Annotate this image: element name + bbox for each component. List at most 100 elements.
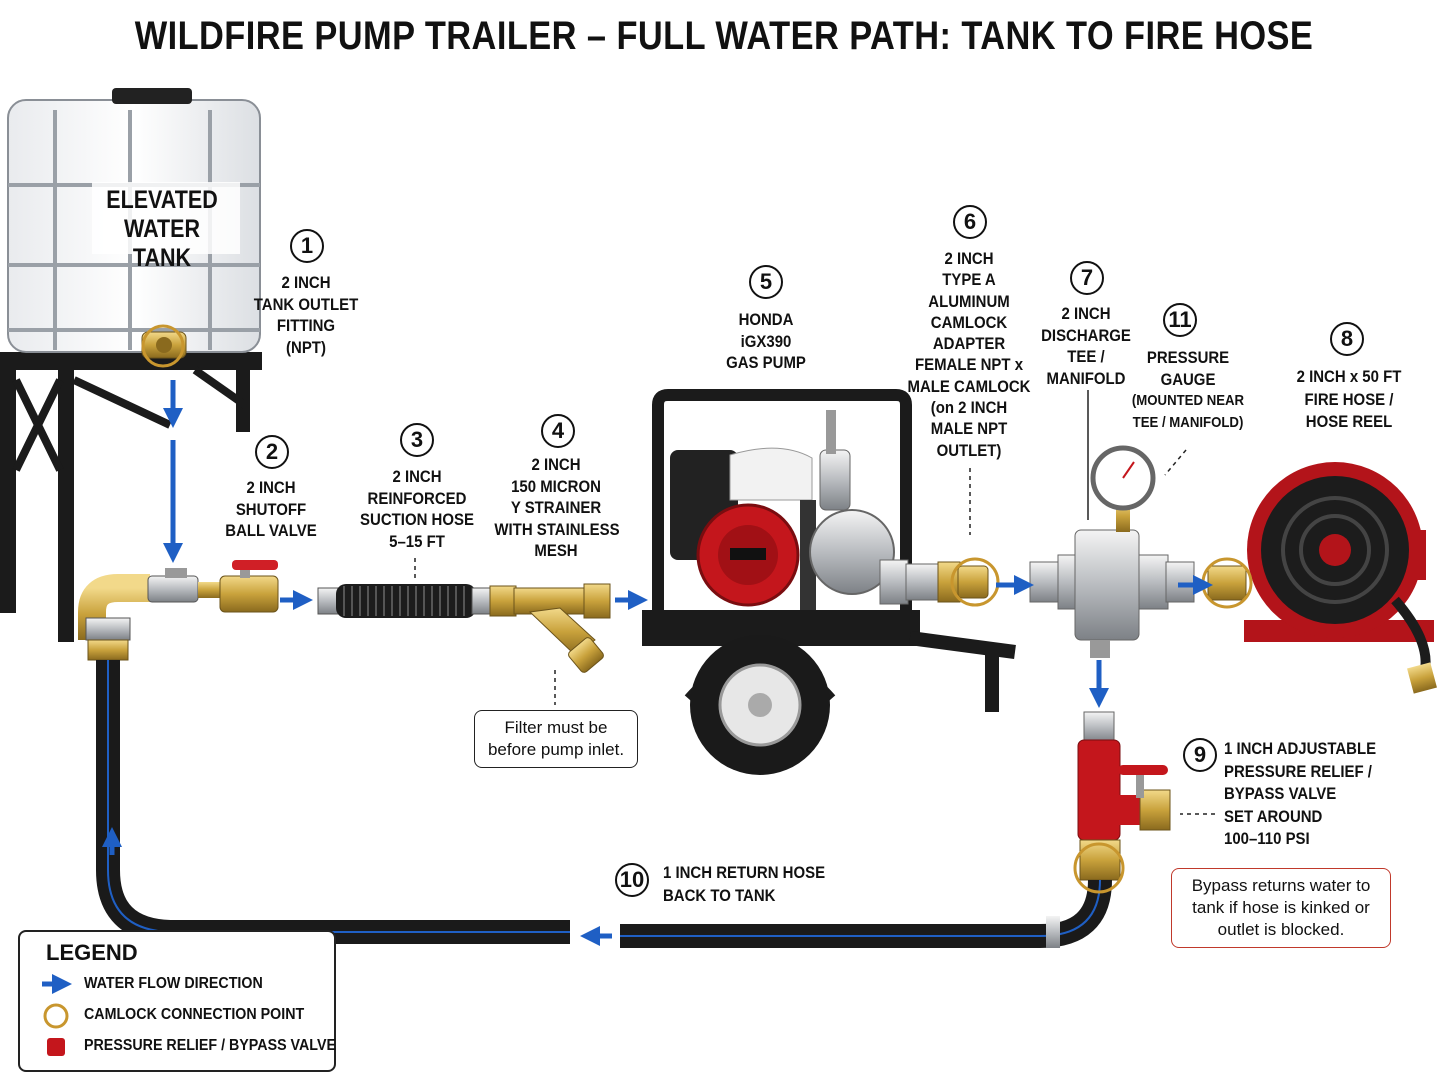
- bypass-note-line: tank if hose is kinked or: [1192, 898, 1370, 917]
- hose-reel: [1207, 462, 1437, 694]
- label-component-7: 2 INCH DISCHARGE TEE / MANIFOLD: [1038, 303, 1135, 389]
- label-7-line: DISCHARGE: [1041, 325, 1131, 345]
- badge-1: 1: [290, 229, 324, 263]
- discharge-tee: [1029, 445, 1195, 658]
- pump-trailer: [642, 389, 1016, 775]
- label-6-line: OUTLET): [936, 440, 1002, 460]
- label-9-line: BYPASS VALVE: [1224, 784, 1337, 803]
- label-8-line: 2 INCH x 50 FT: [1296, 367, 1402, 386]
- filter-note-line: Filter must be: [504, 718, 608, 737]
- badge-10: 10: [615, 863, 649, 897]
- label-3-line: REINFORCED: [367, 488, 467, 508]
- badge-4: 4: [541, 414, 575, 448]
- legend-item-flow: WATER FLOW DIRECTION: [84, 975, 263, 992]
- badge-6: 6: [953, 205, 987, 239]
- badge-3: 3: [400, 423, 434, 457]
- legend-title: LEGEND: [46, 940, 138, 965]
- label-11-line: TEE / MANIFOLD): [1132, 413, 1244, 431]
- label-4-line: 150 MICRON: [511, 476, 601, 496]
- badge-9: 9: [1183, 738, 1217, 772]
- label-7-line: MANIFOLD: [1046, 368, 1126, 388]
- label-6-line: FEMALE NPT x: [914, 355, 1024, 375]
- label-7-line: TEE /: [1067, 347, 1105, 366]
- label-4-line: WITH STAINLESS: [494, 519, 620, 539]
- label-11-line: PRESSURE: [1146, 348, 1230, 367]
- legend: LEGEND WATER FLOW DIRECTION CAMLOCK CONN…: [18, 930, 336, 1072]
- water-tank: [7, 88, 261, 359]
- filter-note: Filter must be before pump inlet.: [474, 710, 638, 768]
- label-9-line: 100–110 PSI: [1224, 829, 1310, 848]
- supply-line: [78, 560, 279, 661]
- label-9-line: PRESSURE RELIEF /: [1224, 761, 1372, 781]
- label-2-line: 2 INCH: [246, 478, 296, 497]
- tank-label: ELEVATED WATER TANK: [102, 186, 222, 273]
- bypass-note-line: Bypass returns water to: [1191, 876, 1371, 895]
- badge-11: 11: [1163, 303, 1197, 337]
- relief-valve: [1077, 711, 1171, 881]
- label-component-4: 2 INCH 150 MICRON Y STRAINER WITH STAINL…: [494, 454, 620, 562]
- label-component-11: PRESSURE GAUGE (MOUNTED NEAR TEE / MANIF…: [1131, 347, 1245, 433]
- bypass-note: Bypass returns water to tank if hose is …: [1171, 868, 1391, 948]
- label-7-line: 2 INCH: [1061, 304, 1111, 323]
- legend-symbols: [42, 974, 72, 1056]
- label-1-line: FITTING: [276, 316, 336, 335]
- label-component-2: 2 INCH SHUTOFF BALL VALVE: [218, 477, 324, 542]
- label-8-line: FIRE HOSE /: [1304, 389, 1394, 409]
- label-6-line: 2 INCH: [944, 249, 994, 268]
- label-5-line: GAS PUMP: [726, 353, 806, 372]
- label-11-line: (MOUNTED NEAR: [1131, 392, 1245, 409]
- label-6-line: CAMLOCK: [930, 312, 1008, 332]
- bypass-note-line: outlet is blocked.: [1217, 920, 1345, 939]
- tank-stand: [0, 352, 262, 642]
- label-8-line: HOSE REEL: [1305, 412, 1393, 431]
- label-2-line: BALL VALVE: [225, 521, 317, 540]
- badge-8: 8: [1330, 322, 1364, 356]
- label-4-line: 2 INCH: [531, 455, 581, 474]
- label-component-8: 2 INCH x 50 FT FIRE HOSE / HOSE REEL: [1283, 366, 1415, 434]
- label-component-3: 2 INCH REINFORCED SUCTION HOSE 5–15 FT: [360, 466, 474, 552]
- label-component-9: 1 INCH ADJUSTABLE PRESSURE RELIEF / BYPA…: [1224, 738, 1377, 851]
- filter-note-line: before pump inlet.: [487, 740, 625, 759]
- label-4-line: MESH: [534, 541, 578, 560]
- label-5-line: iGX390: [740, 331, 792, 351]
- camlock-ring-icon: [43, 1003, 69, 1029]
- badge-2: 2: [255, 435, 289, 469]
- label-9-line: SET AROUND: [1224, 806, 1323, 826]
- label-2-line: SHUTOFF: [235, 499, 307, 519]
- label-6-line: TYPE A: [942, 270, 996, 290]
- legend-item-camlock: CAMLOCK CONNECTION POINT: [84, 1006, 305, 1023]
- legend-item-relief: PRESSURE RELIEF / BYPASS VALVE: [84, 1037, 336, 1054]
- label-3-line: 5–15 FT: [389, 531, 445, 551]
- tank-label-line-2: WATER TANK: [123, 215, 201, 272]
- tank-label-line-1: ELEVATED: [106, 186, 218, 214]
- label-6-line: ADAPTER: [932, 334, 1006, 354]
- label-component-6: 2 INCH TYPE A ALUMINUM CAMLOCK ADAPTER F…: [907, 248, 1030, 461]
- y-strainer: [489, 583, 611, 673]
- label-10-line: 1 INCH RETURN HOSE: [663, 863, 826, 882]
- label-3-line: 2 INCH: [392, 467, 442, 486]
- label-6-line: (on 2 INCH: [930, 398, 1008, 418]
- camlock-rings: [141, 324, 1253, 894]
- relief-valve-icon: [47, 1038, 65, 1056]
- label-4-line: Y STRAINER: [510, 498, 602, 517]
- label-6-line: MALE CAMLOCK: [907, 376, 1031, 396]
- label-3-line: SUCTION HOSE: [360, 510, 474, 529]
- label-6-line: MALE NPT: [930, 419, 1008, 439]
- label-1-line: 2 INCH: [281, 273, 331, 292]
- label-10-line: BACK TO TANK: [663, 885, 776, 905]
- badge-7: 7: [1070, 261, 1104, 295]
- label-11-line: GAUGE: [1160, 369, 1216, 389]
- label-component-1: 2 INCH TANK OUTLET FITTING (NPT): [253, 272, 359, 358]
- page-title: WILDFIRE PUMP TRAILER – FULL WATER PATH:…: [134, 14, 1314, 58]
- label-component-10: 1 INCH RETURN HOSE BACK TO TANK: [663, 862, 826, 907]
- flow-arrows: [102, 380, 1213, 946]
- leader-lines: [414, 449, 1215, 815]
- suction-hose: [317, 584, 493, 618]
- label-1-line: (NPT): [286, 337, 326, 357]
- label-1-line: TANK OUTLET: [253, 294, 359, 314]
- label-9-line: 1 INCH ADJUSTABLE: [1224, 739, 1377, 758]
- label-component-5: HONDA iGX390 GAS PUMP: [713, 309, 819, 374]
- return-hose: [96, 660, 1112, 948]
- badge-5: 5: [749, 265, 783, 299]
